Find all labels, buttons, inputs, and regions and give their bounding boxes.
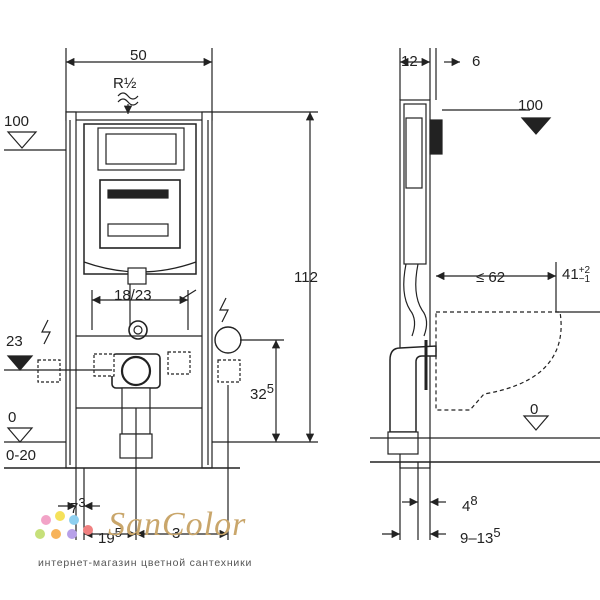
label-bowl-height: 41+2−1 <box>562 265 591 285</box>
label-bottom-left-dim: 73 <box>70 495 86 517</box>
label-projection: ≤ 62 <box>476 269 506 286</box>
label-bottom-dim-a: 195 <box>98 525 122 547</box>
electric-symbol-left <box>41 319 51 345</box>
frame-left-leg <box>65 111 77 469</box>
wall-hung-pan <box>435 311 562 411</box>
label-outlet-height: 325 <box>250 381 274 403</box>
front-view <box>4 48 318 540</box>
brand-dot <box>83 525 93 535</box>
side-drain-pipe <box>389 345 437 433</box>
brand-dot <box>67 529 77 539</box>
label-floor-range: 0-20 <box>6 447 37 464</box>
brand-dot <box>51 529 61 539</box>
label-right-level: 100 <box>518 97 544 114</box>
label-panel-depth: 6 <box>472 53 481 70</box>
label-center-spacing: 18/23 <box>114 287 152 304</box>
frame-top-rail <box>65 111 213 121</box>
label-frame-depth: 12 <box>401 53 418 70</box>
water-inlet-symbol <box>117 92 139 106</box>
label-left-level: 100 <box>4 113 30 130</box>
level-100-marker <box>6 131 38 149</box>
label-offset: 48 <box>462 493 478 515</box>
side-level-100-marker <box>520 117 552 135</box>
level-23-marker <box>6 355 34 371</box>
electric-box <box>214 326 242 354</box>
electric-symbol-right <box>219 297 229 323</box>
brand-dot <box>69 515 79 525</box>
brand-dot <box>41 515 51 525</box>
floor-level-marker <box>6 427 34 443</box>
brand-dot <box>35 529 45 539</box>
label-height: 112 <box>294 269 318 286</box>
label-thread: R½ <box>113 75 137 92</box>
frame-right-leg <box>201 111 213 469</box>
side-view <box>370 48 600 540</box>
label-depth-range: 9–135 <box>460 525 501 547</box>
label-bottom-dim-b: 3 <box>172 525 181 542</box>
side-flush-plate <box>429 119 443 155</box>
label-side-floor: 0 <box>530 401 539 418</box>
brand-tagline: интернет-магазин цветной сантехники <box>38 557 253 569</box>
label-supply-level: 23 <box>6 333 23 350</box>
brand-logo-dots <box>35 511 93 539</box>
brand-logo-text: SanColor <box>108 506 247 543</box>
label-width: 50 <box>130 47 147 64</box>
label-floor-level: 0 <box>8 409 17 426</box>
brand-dot <box>55 511 65 521</box>
side-floor-marker <box>522 415 550 431</box>
